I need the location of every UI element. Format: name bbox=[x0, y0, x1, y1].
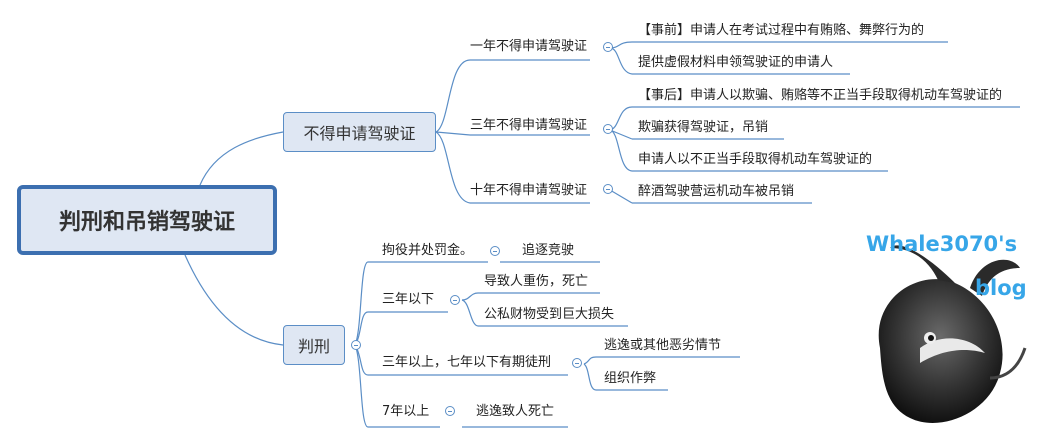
leaf-node[interactable]: 申请人以不正当手段取得机动车驾驶证的 bbox=[638, 152, 873, 167]
collapse-icon[interactable] bbox=[603, 124, 613, 134]
node-three-years[interactable]: 三年不得申请驾驶证 bbox=[470, 118, 588, 133]
node-under-three-years[interactable]: 三年以下 bbox=[382, 292, 435, 307]
leaf-node[interactable]: 提供虚假材料申领驾驶证的申请人 bbox=[638, 55, 834, 70]
leaf-node[interactable]: 追逐竞驶 bbox=[522, 243, 575, 258]
branch-node-no-license[interactable]: 不得申请驾驶证 bbox=[283, 112, 436, 152]
collapse-icon[interactable] bbox=[445, 406, 455, 416]
leaf-node[interactable]: 逃逸致人死亡 bbox=[476, 404, 555, 419]
watermark-line2: blog bbox=[975, 276, 1027, 300]
node-ten-years[interactable]: 十年不得申请驾驶证 bbox=[470, 183, 588, 198]
leaf-node[interactable]: 【事前】申请人在考试过程中有贿赂、舞弊行为的 bbox=[638, 23, 925, 38]
root-node[interactable]: 判刑和吊销驾驶证 bbox=[17, 185, 277, 255]
leaf-node[interactable]: 导致人重伤，死亡 bbox=[484, 274, 589, 289]
collapse-icon[interactable] bbox=[603, 184, 613, 194]
leaf-node[interactable]: 逃逸或其他恶劣情节 bbox=[604, 338, 722, 353]
leaf-node[interactable]: 【事后】申请人以欺骗、贿赂等不正当手段取得机动车驾驶证的 bbox=[638, 88, 1003, 103]
node-detention-fine[interactable]: 拘役并处罚金。 bbox=[382, 243, 474, 258]
node-over-seven-years[interactable]: 7年以上 bbox=[382, 404, 430, 419]
collapse-icon[interactable] bbox=[490, 246, 500, 256]
leaf-node[interactable]: 醉酒驾驶营运机动车被吊销 bbox=[638, 184, 795, 199]
branch-node-sentence[interactable]: 判刑 bbox=[283, 325, 345, 365]
leaf-node[interactable]: 公私财物受到巨大损失 bbox=[484, 307, 615, 322]
node-three-to-seven-years[interactable]: 三年以上，七年以下有期徒刑 bbox=[382, 355, 552, 370]
collapse-icon[interactable] bbox=[450, 295, 460, 305]
leaf-node[interactable]: 组织作弊 bbox=[604, 371, 657, 386]
collapse-icon[interactable] bbox=[572, 358, 582, 368]
watermark-line1: Whale3070's bbox=[866, 232, 1018, 256]
collapse-icon[interactable] bbox=[351, 340, 361, 350]
leaf-node[interactable]: 欺骗获得驾驶证，吊销 bbox=[638, 120, 769, 135]
collapse-icon[interactable] bbox=[603, 42, 613, 52]
node-one-year[interactable]: 一年不得申请驾驶证 bbox=[470, 39, 588, 54]
whale-logo-icon bbox=[878, 245, 1027, 423]
